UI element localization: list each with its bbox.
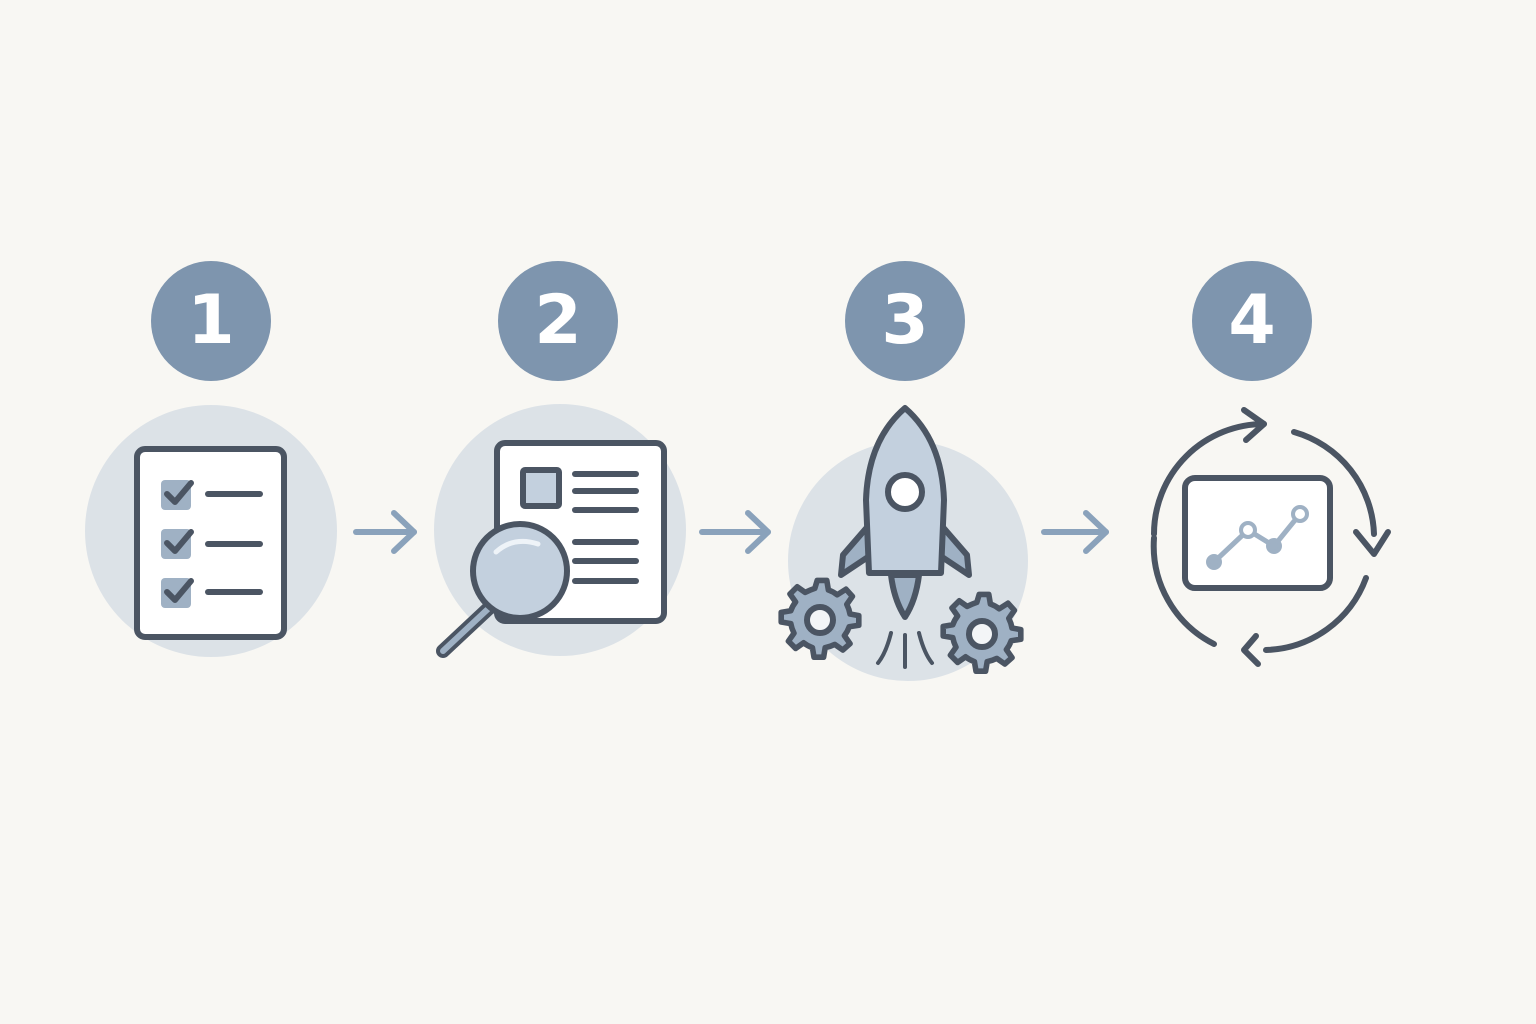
rocket-launch-icon — [778, 405, 1028, 681]
step-2-to-3-arrow — [698, 507, 774, 557]
step-3-number: 3 — [881, 281, 929, 360]
arrow-right-icon — [353, 510, 417, 554]
step-4-badge: 4 — [1192, 261, 1312, 381]
step-3-badge: 3 — [845, 261, 965, 381]
checklist-icon — [85, 405, 337, 657]
step-2-number: 2 — [534, 281, 582, 360]
arrow-right-icon — [1041, 510, 1109, 554]
chart-cycle-icon — [1150, 407, 1391, 667]
step-2-badge: 2 — [498, 261, 618, 381]
document-search-icon — [434, 404, 686, 658]
step-1-to-2-arrow — [352, 507, 422, 557]
step-3-illustration — [776, 405, 1028, 683]
step-4-illustration — [1138, 407, 1391, 670]
step-1-number: 1 — [187, 281, 235, 360]
step-2-illustration — [434, 404, 686, 660]
step-3-to-4-arrow — [1040, 507, 1112, 557]
step-1-illustration — [85, 405, 337, 657]
step-4-number: 4 — [1228, 281, 1276, 360]
arrow-right-icon — [699, 510, 771, 554]
step-1-badge: 1 — [151, 261, 271, 381]
